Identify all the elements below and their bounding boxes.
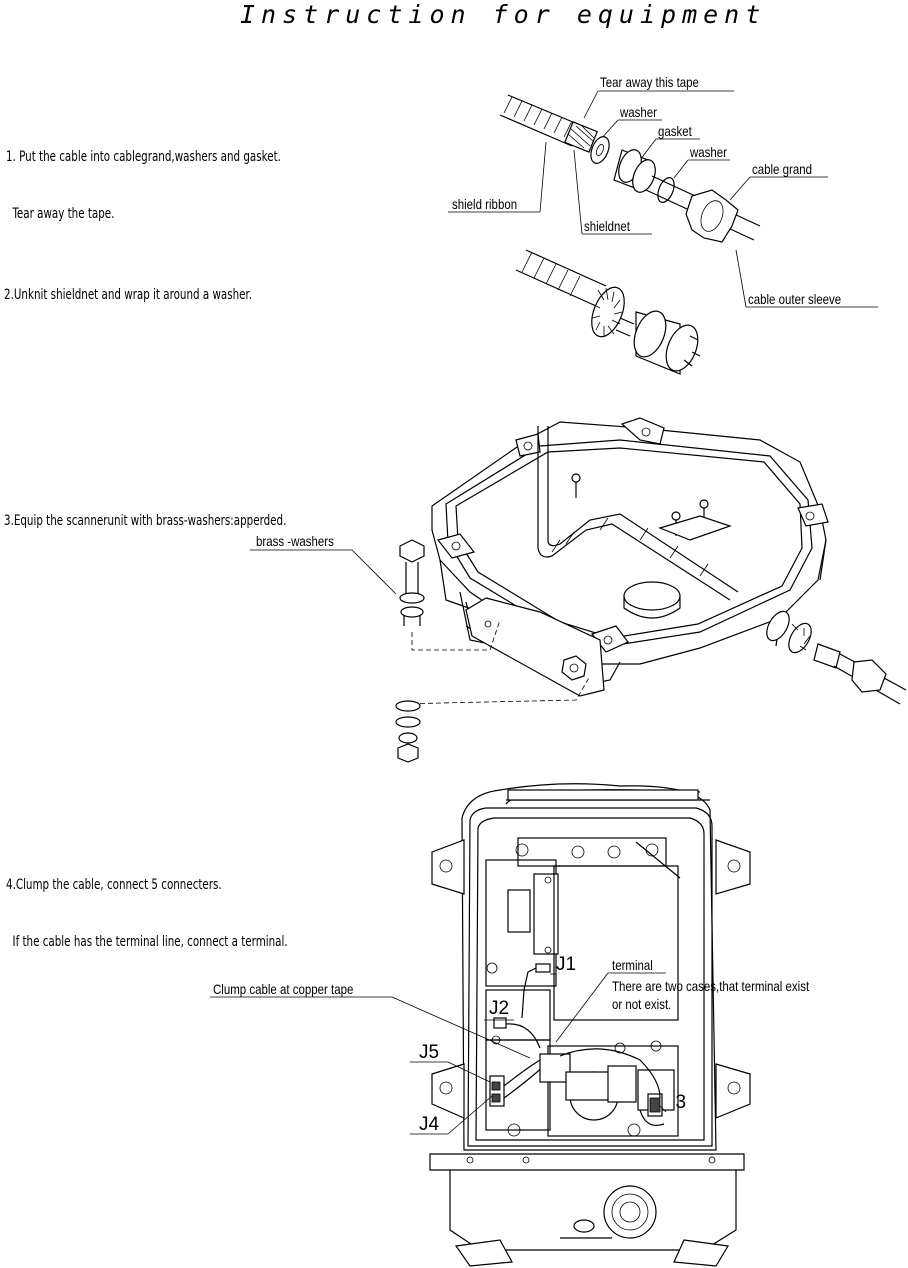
step-3-line-1: 3.Equip the scannerunit with brass-washe… bbox=[4, 513, 287, 529]
step-1-callouts bbox=[448, 90, 878, 308]
step-4-line-2: If the cable has the terminal line, conn… bbox=[6, 934, 288, 950]
label-cable-grand: cable grand bbox=[752, 161, 813, 177]
connector-j2-label: J2 bbox=[489, 998, 510, 1019]
label-clump-cable: Clump cable at copper tape bbox=[213, 981, 354, 997]
label-brass-washers: brass -washers bbox=[256, 533, 334, 549]
step-4-line-1: 4.Clump the cable, connect 5 connecters. bbox=[6, 877, 222, 893]
label-shield-ribbon: shield ribbon bbox=[452, 196, 518, 212]
step-3-text: 3.Equip the scannerunit with brass-washe… bbox=[4, 474, 286, 550]
label-terminal: terminal bbox=[612, 957, 653, 973]
step-4-scanner-interior bbox=[210, 783, 751, 1267]
step-1-cable-assembly bbox=[499, 94, 761, 243]
connector-j4-label: J4 bbox=[419, 1114, 440, 1135]
step-4-text: 4.Clump the cable, connect 5 connecters.… bbox=[6, 838, 288, 971]
label-washer-2: washer bbox=[690, 144, 728, 160]
label-washer-1: washer bbox=[620, 104, 658, 120]
step-1-text: 1. Put the cable into cablegrand,washers… bbox=[6, 110, 281, 243]
page-title: Instruction for equipment bbox=[240, 0, 767, 29]
connector-j5-label: J5 bbox=[419, 1042, 440, 1063]
step-2-cable-assembly bbox=[515, 249, 701, 375]
connector-j1-label: J1 bbox=[556, 954, 577, 975]
step-3-scanner-base bbox=[250, 417, 907, 763]
label-cable-outer-sleeve: cable outer sleeve bbox=[748, 291, 842, 307]
step-1-line-1: 1. Put the cable into cablegrand,washers… bbox=[6, 149, 281, 165]
label-terminal-note-2: or not exist. bbox=[612, 996, 672, 1012]
label-gasket: gasket bbox=[658, 123, 692, 139]
step-2-line-1: 2.Unknit shieldnet and wrap it around a … bbox=[4, 287, 252, 303]
label-shieldnet: shieldnet bbox=[584, 218, 630, 234]
label-tear-tape: Tear away this tape bbox=[600, 74, 699, 90]
step-2-text: 2.Unknit shieldnet and wrap it around a … bbox=[4, 248, 252, 324]
step-1-line-2: Tear away the tape. bbox=[6, 206, 115, 222]
